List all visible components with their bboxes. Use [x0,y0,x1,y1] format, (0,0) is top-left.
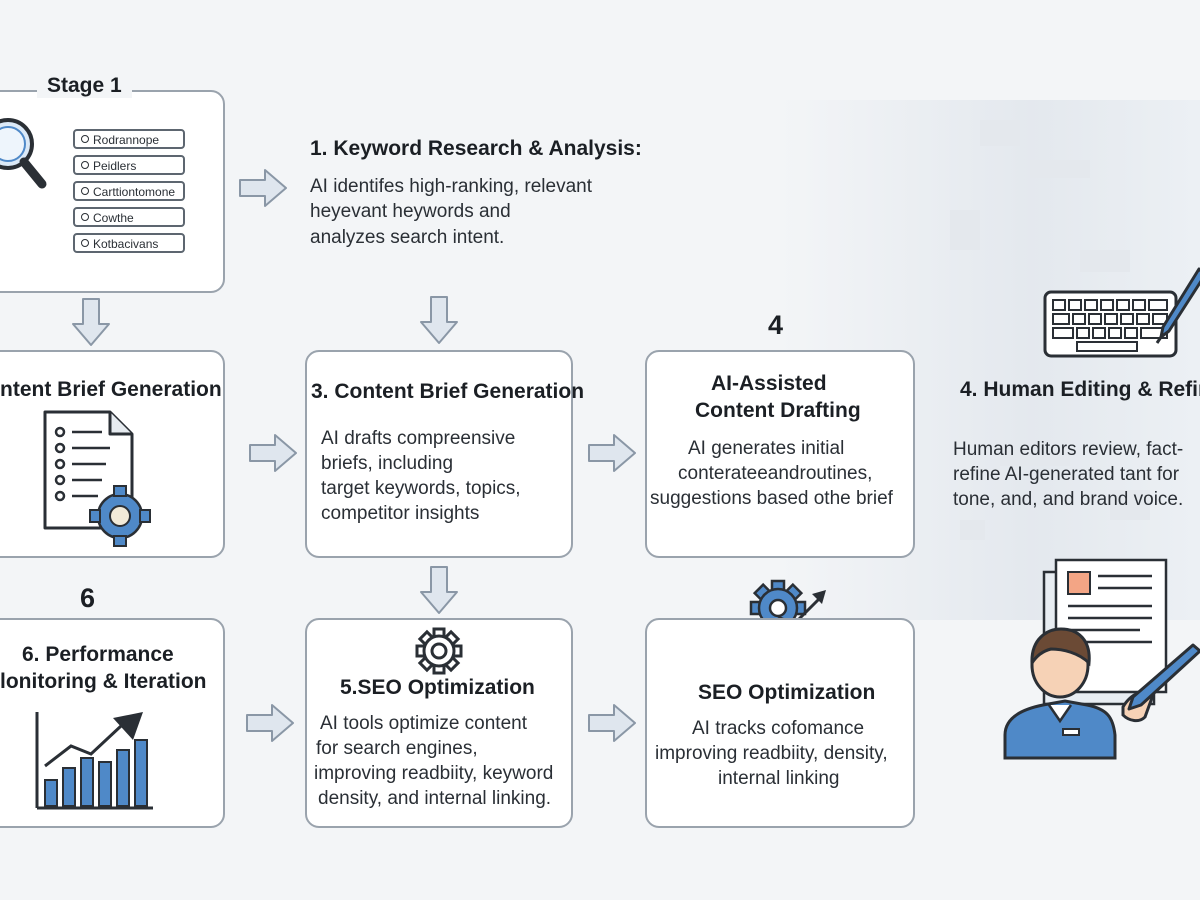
step3-line: AI drafts compreensive [321,428,516,449]
keyword-item: Cowthe [73,207,185,227]
seo-card [645,618,915,828]
step4-number: 4 [768,310,784,340]
left-brief-title: ntent Brief Generation [0,378,222,401]
step6-title: lonitoring & Iteration [0,670,207,693]
step4-draft-title: AI-Assisted [711,372,827,395]
seo-line: internal linking [718,768,840,789]
step3-line: competitor insights [321,503,480,524]
step5-title: 5.SEO Optimization [340,676,535,699]
seo-line: AI tracks cofomance [692,718,865,739]
stage-label: Stage 1 [37,74,132,98]
keyboard-icon [1043,290,1178,358]
seo-title: SEO Optimization [698,681,876,704]
editor-person-icon [1003,627,1200,760]
step4-edit-title: 4. Human Editing & Refin [960,378,1200,401]
step3-title: 3. Content Brief Generation [311,380,585,403]
step4-draft-line: conterateeandroutines, [678,463,873,484]
step3-line: briefs, including [321,453,454,474]
magnifier-icon [0,118,47,189]
step1-line: analyzes search intent. [310,227,505,248]
step5-line: for search engines, [316,738,478,759]
step5-line: improving readbiity, keyword [314,763,554,784]
step1-line: heyevant heywords and [310,201,511,222]
bar-chart-icon [35,712,153,810]
step4-edit-line: refine AI-generated tant for [953,464,1180,485]
step3-line: target keywords, topics, [321,478,521,499]
step6-title: 6. Performance [22,643,174,666]
arrow-icon [420,296,458,344]
arrow-icon [420,566,458,614]
step3-card [305,350,573,558]
step5-line: density, and internal linking. [318,788,552,809]
step1-line: AI identifes high-ranking, relevant [310,176,592,197]
step4-edit-line: Human editors review, fact- [953,439,1184,460]
keyword-item: Kotbacivans [73,233,185,253]
step1-title: 1. Keyword Research & Analysis: [310,137,642,160]
seo-line: improving readbiity, density, [655,743,888,764]
keyword-item: Rodrannope [73,129,185,149]
step5-line: AI tools optimize content [320,713,527,734]
arrow-icon [588,704,636,742]
pen-icon [1155,267,1200,344]
keyword-item: Carttiontomone [73,181,185,201]
step6-number: 6 [80,583,96,613]
arrow-icon [246,704,294,742]
document-gear-icon [43,410,151,547]
step4-draft-line: AI generates initial [688,438,845,459]
step4-draft-line: suggestions based othe brief [650,488,893,509]
step4-draft-card [645,350,915,558]
arrow-icon [588,434,636,472]
gear-icon [415,627,463,675]
step4-edit-line: tone, and, and brand voice. [953,489,1184,510]
arrow-icon [249,434,297,472]
step4-draft-title: Content Drafting [695,399,861,422]
arrow-icon [239,169,287,207]
keyword-item: Peidlers [73,155,185,175]
arrow-icon [72,298,110,346]
